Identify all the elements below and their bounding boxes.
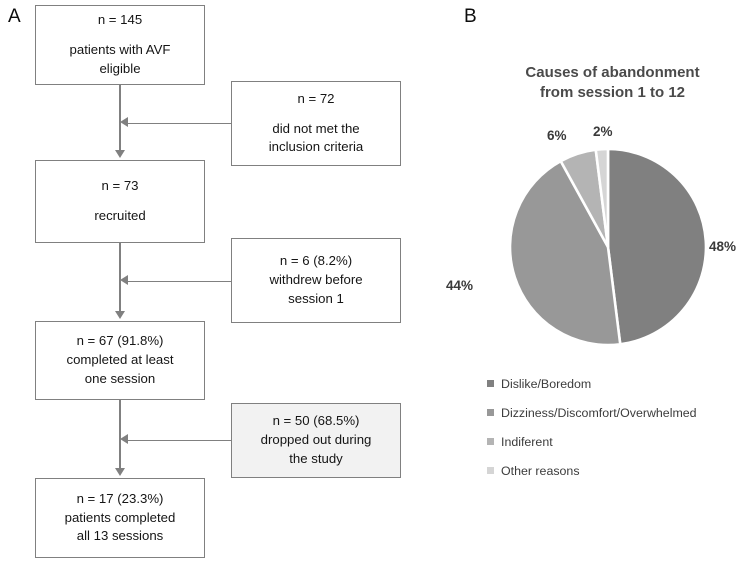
arrowhead-withdrew <box>120 275 128 285</box>
flow-box-dropped-out-line2: dropped out during <box>260 432 372 448</box>
flow-box-not-met-line2: did not met the <box>272 120 360 136</box>
legend-swatch-icon-indiferent <box>487 438 494 445</box>
flow-box-withdrew-line3: session 1 <box>288 290 344 306</box>
pie-svg <box>508 147 708 347</box>
flow-box-dropped-out-line1: n = 50 (68.5%) <box>272 413 360 429</box>
flow-box-completed-one-session: n = 67 (91.8%) completed at least one se… <box>35 321 205 400</box>
legend-label-indiferent: Indiferent <box>501 434 553 449</box>
legend-label-other-reasons: Other reasons <box>501 463 580 478</box>
legend-item-indiferent[interactable]: Indiferent <box>487 427 697 456</box>
flow-box-dropped-out: n = 50 (68.5%) dropped out during the st… <box>231 403 401 478</box>
arrowhead-dropped-out <box>120 434 128 444</box>
flow-box-withdrew-line2: withdrew before <box>269 272 363 288</box>
flow-box-eligible: n = 145 patients with AVF eligible <box>35 5 205 85</box>
pie-slice-other-reasons <box>594 147 610 248</box>
flow-box-recruited: n = 73 recruited <box>35 160 205 243</box>
legend-item-dizziness-discomfort-overwhelmed[interactable]: Dizziness/Discomfort/Overwhelmed <box>487 398 697 427</box>
flow-box-completed-one-line3: one session <box>84 370 156 386</box>
legend-swatch-icon-dizziness <box>487 409 494 416</box>
flow-box-completed-all-sessions: n = 17 (23.3%) patients completed all 13… <box>35 478 205 558</box>
flow-box-not-met-line1: n = 72 <box>297 90 335 106</box>
arrowhead-to-completed-all <box>114 468 125 476</box>
chart-title-line1: Causes of abandonment <box>525 64 700 81</box>
chart-title-line2: from session 1 to 12 <box>539 83 686 101</box>
chart-legend: Dislike/Boredom Dizziness/Discomfort/Ove… <box>487 369 697 485</box>
flow-box-withdrew-line1: n = 6 (8.2%) <box>279 253 353 269</box>
flow-box-withdrew: n = 6 (8.2%) withdrew before session 1 <box>231 238 401 323</box>
connector-dropped-out <box>128 439 231 442</box>
chart-title: Causes of abandonment from session 1 to … <box>500 63 725 103</box>
pie-value-label-dislike-boredom: 48% <box>709 239 737 254</box>
flow-box-eligible-line2: patients with AVF <box>69 42 171 58</box>
connector-completed-one-to-completed-all <box>119 400 121 470</box>
pie-value-label-other-reasons: 2% <box>593 124 613 139</box>
flow-box-recruited-line1: n = 73 <box>101 178 139 194</box>
flow-box-eligible-line1: n = 145 <box>97 12 143 28</box>
panel-label-a: A <box>8 6 21 27</box>
pie-slice-dislike-boredom <box>606 147 708 346</box>
legend-item-other-reasons[interactable]: Other reasons <box>487 456 697 485</box>
flow-box-dropped-out-line3: the study <box>289 450 343 466</box>
pie-slice-dizziness-discomfort-overwhelmed <box>508 159 622 347</box>
arrowhead-not-met-criteria <box>120 117 128 127</box>
flow-box-not-met-line3: inclusion criteria <box>268 139 364 155</box>
pie-chart <box>500 139 716 355</box>
pie-value-label-dizziness: 44% <box>446 278 474 293</box>
connector-eligible-to-recruited <box>119 85 121 152</box>
flow-box-completed-one-line2: completed at least <box>66 352 174 368</box>
pie-value-label-indiferent: 6% <box>547 128 567 143</box>
flow-box-recruited-line2: recruited <box>94 208 146 223</box>
flow-box-completed-one-line1: n = 67 (91.8%) <box>76 333 164 349</box>
panel-label-b: B <box>464 6 477 27</box>
flow-box-not-met-criteria: n = 72 did not met the inclusion criteri… <box>231 81 401 166</box>
legend-swatch-icon-dislike-boredom <box>487 380 494 387</box>
legend-label-dizziness-discomfort-overwhelmed: Dizziness/Discomfort/Overwhelmed <box>501 405 697 420</box>
legend-swatch-icon-other-reasons <box>487 467 494 474</box>
arrowhead-to-completed-one <box>114 311 125 319</box>
legend-item-dislike-boredom[interactable]: Dislike/Boredom <box>487 369 697 398</box>
legend-label-dislike-boredom: Dislike/Boredom <box>501 376 592 391</box>
flow-box-completed-all-line1: n = 17 (23.3%) <box>76 490 164 506</box>
connector-recruited-to-completed-one <box>119 243 121 313</box>
flow-box-completed-all-line2: patients completed <box>64 509 176 525</box>
arrowhead-to-recruited <box>114 150 125 158</box>
connector-withdrew <box>128 280 231 283</box>
connector-not-met-criteria <box>128 122 231 125</box>
flow-box-eligible-line3: eligible <box>99 60 141 76</box>
flow-box-completed-all-line3: all 13 sessions <box>76 528 164 544</box>
